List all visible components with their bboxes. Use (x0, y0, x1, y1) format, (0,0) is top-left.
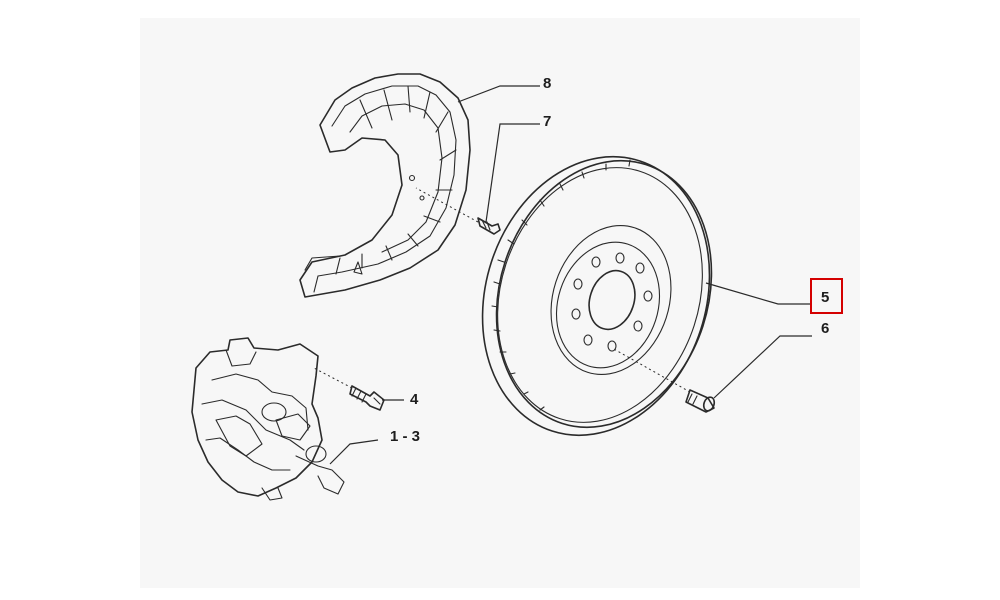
shield-screw-part-7[interactable] (477, 217, 501, 235)
leader-line-6 (713, 335, 812, 399)
brake-caliper-part-1-3[interactable] (191, 337, 345, 501)
callout-5: 5 (821, 289, 829, 306)
leader-line-8 (457, 85, 540, 103)
dust-shield-part-8[interactable] (299, 73, 471, 298)
diagram-background (140, 18, 860, 588)
disc-screw-part-6[interactable] (685, 389, 716, 413)
disc-bolt-holes (571, 252, 653, 352)
callout-4: 4 (410, 391, 419, 408)
callout-8: 8 (543, 75, 551, 92)
assembly-line-4 (313, 367, 353, 389)
callout-5-highlight-box (810, 278, 843, 314)
callout-6: 6 (821, 320, 829, 337)
leader-line-1-3 (329, 439, 379, 465)
callout-7: 7 (543, 113, 551, 130)
brake-disc-part-5[interactable] (448, 127, 745, 465)
leader-line-5 (705, 282, 812, 305)
caliper-bolt-part-4[interactable] (349, 385, 385, 411)
callout-1-3: 1 - 3 (390, 428, 420, 445)
leader-line-7 (485, 123, 540, 223)
assembly-line-7 (415, 187, 479, 223)
